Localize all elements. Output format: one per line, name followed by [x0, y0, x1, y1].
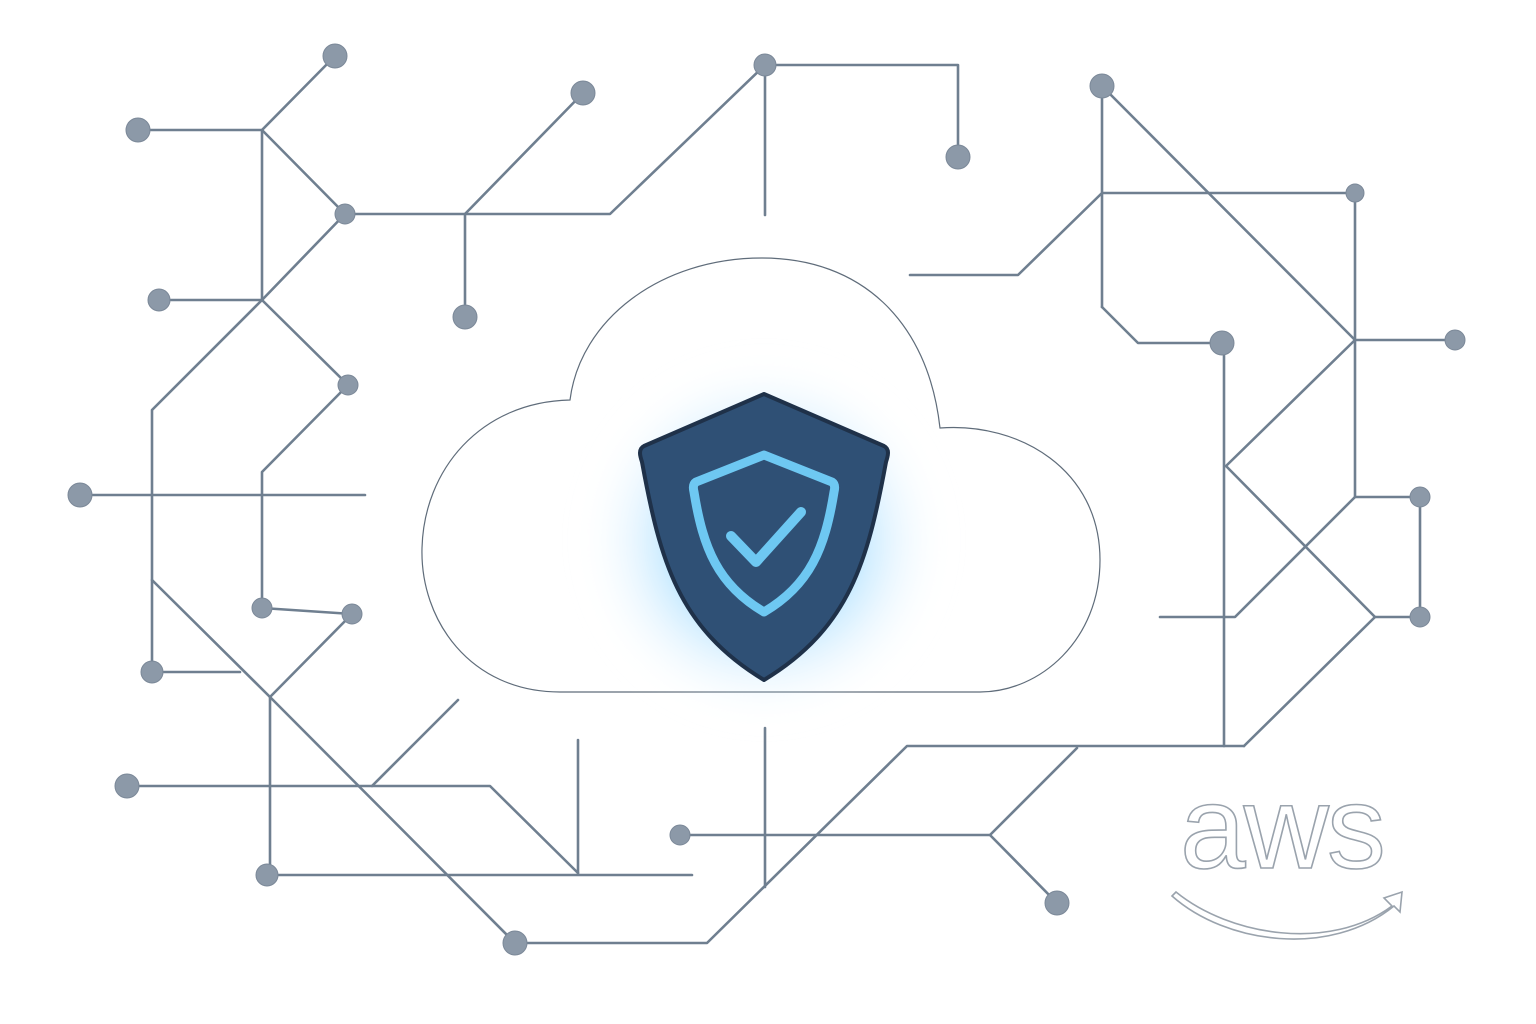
network-node — [334, 203, 356, 225]
network-node — [570, 80, 596, 106]
network-node — [125, 117, 151, 143]
network-node — [502, 930, 528, 956]
network-node — [1444, 329, 1466, 351]
network-node — [1089, 73, 1115, 99]
network-node — [1409, 486, 1431, 508]
network-node — [251, 597, 273, 619]
network-node — [1409, 606, 1431, 628]
aws-logo: aws — [1170, 761, 1403, 940]
network-node — [341, 603, 363, 625]
shield-check-icon — [574, 350, 954, 730]
network-node — [114, 773, 140, 799]
network-node — [140, 660, 164, 684]
network-node — [753, 53, 777, 77]
network-node — [452, 304, 478, 330]
network-node — [1209, 330, 1235, 356]
circuit-network-icon — [67, 43, 1466, 956]
network-node — [1044, 890, 1070, 916]
network-node — [147, 288, 171, 312]
network-node — [669, 824, 691, 846]
network-node — [337, 374, 359, 396]
network-node — [945, 144, 971, 170]
network-node — [255, 863, 279, 887]
network-node — [322, 43, 348, 69]
network-node — [67, 482, 93, 508]
aws-smile-arrow-icon — [1170, 890, 1403, 940]
aws-logo-text: aws — [1180, 762, 1384, 894]
network-node — [1345, 183, 1365, 203]
